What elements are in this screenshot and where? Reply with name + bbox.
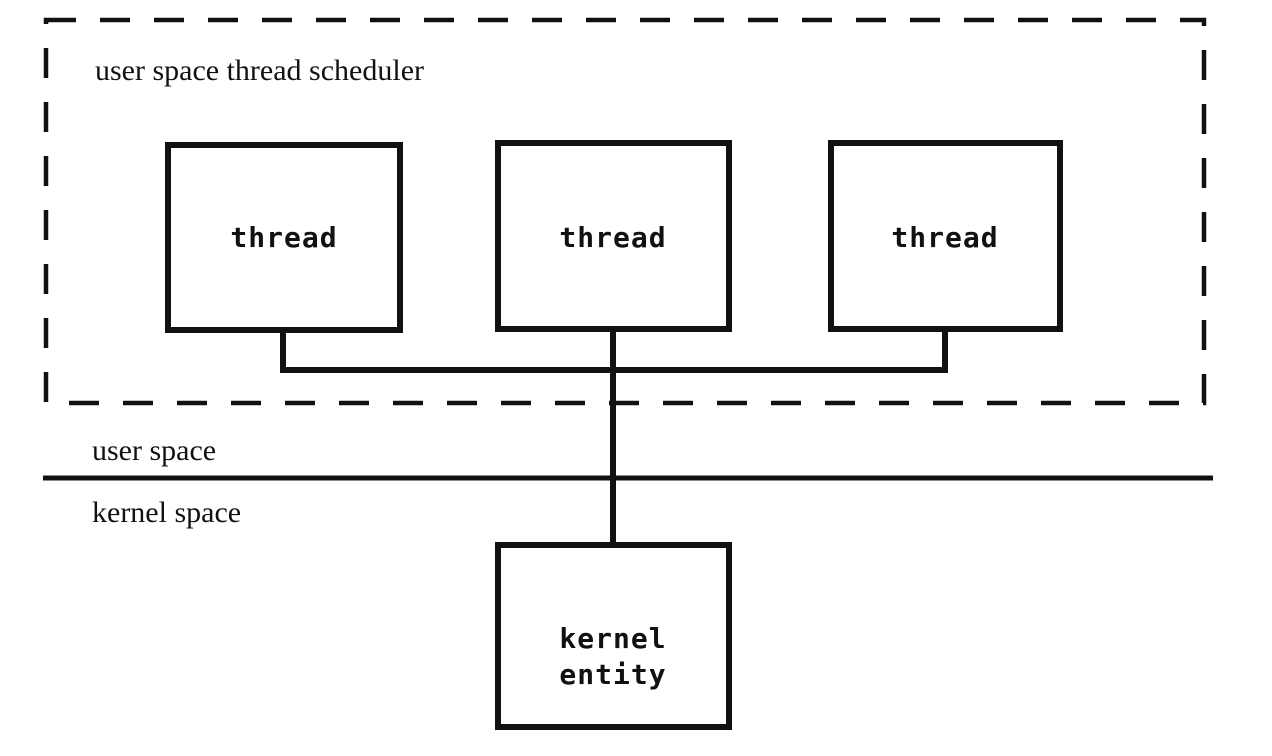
scheduler-title: user space thread scheduler [95, 54, 424, 87]
thread-label-3: thread [891, 221, 998, 254]
kernel-entity-box [495, 542, 732, 730]
scheduler-dashed-boundary [43, 17, 1207, 406]
kernel-space-label: kernel space [92, 496, 241, 529]
thread-label-2: thread [559, 221, 666, 254]
thread-box-3 [828, 140, 1063, 332]
thread-box-1 [165, 142, 403, 333]
thread-box-2 [495, 140, 732, 332]
diagram-shapes [43, 17, 1213, 730]
kernel-entity-label-line1: kernel [559, 622, 666, 655]
user-space-label: user space [92, 434, 216, 467]
kernel-entity-label-line2: entity [559, 658, 666, 691]
diagram-text: user space thread scheduler thread threa… [92, 54, 998, 691]
thread-label-1: thread [230, 221, 337, 254]
